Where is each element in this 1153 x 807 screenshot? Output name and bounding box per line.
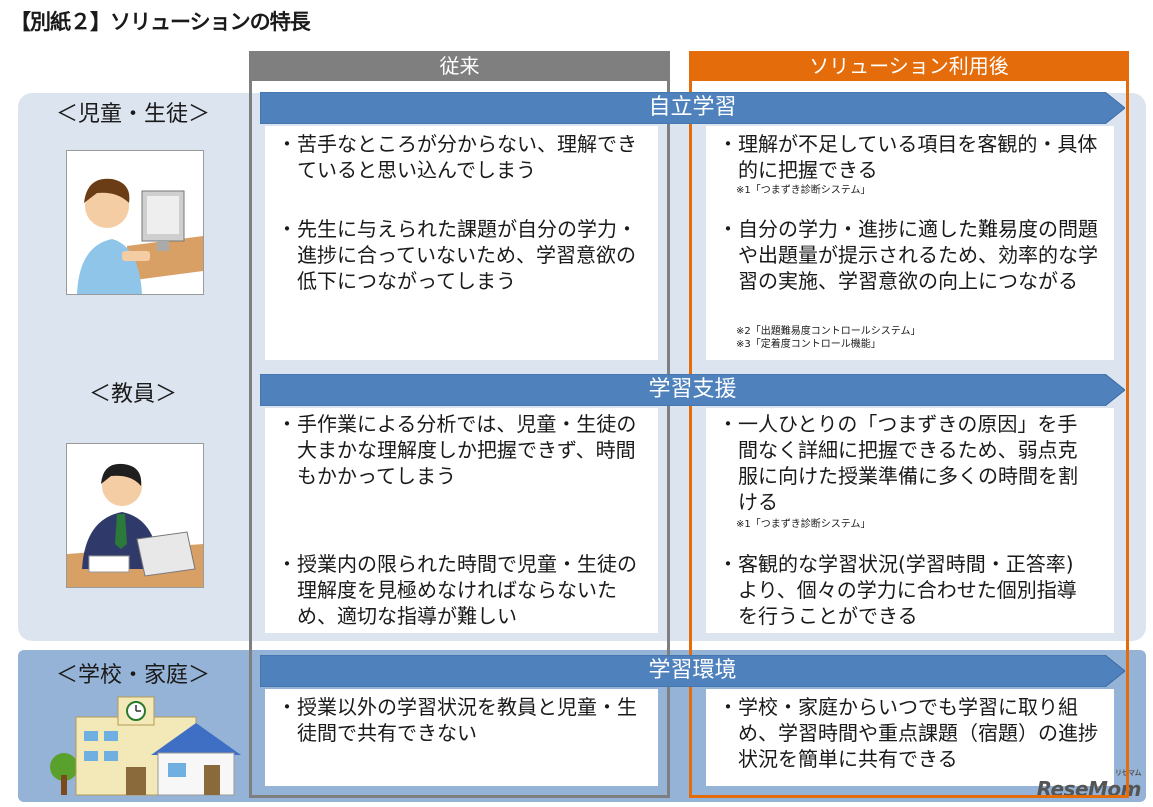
- before-cell-self-study: ・苦手なところが分からない、理解できていると思い込んでしまう ・先生に与えられた…: [265, 126, 658, 360]
- footnote: ※2「出題難易度コントロールシステム」: [736, 326, 921, 337]
- before-point: ・授業以外の学習状況を教員と児童・生徒間で共有できない: [277, 695, 637, 745]
- theme-arrow-learning-support: 学習支援: [260, 374, 1125, 406]
- before-point: ・授業内の限られた時間で児童・生徒の理解度を見極めなければならないため、適切な指…: [277, 552, 637, 628]
- after-cell-learning-environment: ・学校・家庭からいつでも学習に取り組め、学習時間や重点課題（宿題）の進捗状況を簡…: [706, 689, 1114, 786]
- role-label-teachers: ＜教員＞: [88, 382, 177, 407]
- after-point: ・客観的な学習状況(学習時間・正答率)より、個々の学力に合わせた個別指導を行うこ…: [718, 552, 1077, 628]
- footnote: ※1「つまずき診断システム」: [736, 519, 871, 530]
- column-header-after: ソリューション利用後: [689, 51, 1129, 81]
- theme-arrow-learning-environment: 学習環境: [260, 655, 1125, 687]
- before-cell-learning-environment: ・授業以外の学習状況を教員と児童・生徒間で共有できない: [265, 689, 658, 786]
- theme-arrow-self-study: 自立学習: [260, 92, 1125, 124]
- teacher-with-laptop-illustration: [66, 443, 204, 588]
- resemom-logo: リセマム ReseMom: [1036, 769, 1142, 801]
- after-point: ・学校・家庭からいつでも学習に取り組め、学習時間や重点課題（宿題）の進捗状況を簡…: [718, 695, 1098, 771]
- after-point: ・一人ひとりの「つまずきの原因」を手間なく詳細に把握できるため、弱点克服に向けた…: [718, 412, 1078, 514]
- school-and-house-illustration: [46, 695, 246, 797]
- footnote: ※3「定着度コントロール機能」: [736, 339, 881, 350]
- before-cell-learning-support: ・手作業による分析では、児童・生徒の大まかな理解度しか把握できず、時間もかかって…: [265, 408, 658, 633]
- after-point: ・自分の学力・進捗に適した難易度の問題や出題量が提示されるため、効率的な学習の実…: [718, 217, 1098, 293]
- role-label-school-home: ＜学校・家庭＞: [55, 663, 210, 688]
- page-title: 【別紙２】ソリューションの特長: [10, 10, 311, 34]
- student-at-computer-illustration: [66, 150, 204, 295]
- after-cell-self-study: ・理解が不足している項目を客観的・具体的に把握できる ※1「つまずき診断システム…: [706, 126, 1114, 360]
- logo-text: ReseMom: [1036, 777, 1142, 801]
- theme-label: 学習支援: [648, 377, 737, 402]
- logo-sub: リセマム: [1115, 769, 1142, 777]
- column-header-before: 従来: [249, 51, 670, 81]
- before-point: ・先生に与えられた課題が自分の学力・進捗に合っていないため、学習意欲の低下につな…: [277, 217, 637, 293]
- theme-label: 学習環境: [648, 658, 737, 683]
- footnote: ※1「つまずき診断システム」: [736, 185, 871, 196]
- before-point: ・手作業による分析では、児童・生徒の大まかな理解度しか把握できず、時間もかかって…: [277, 412, 637, 488]
- after-cell-learning-support: ・一人ひとりの「つまずきの原因」を手間なく詳細に把握できるため、弱点克服に向けた…: [706, 408, 1114, 633]
- after-point: ・理解が不足している項目を客観的・具体的に把握できる: [718, 132, 1098, 182]
- before-point: ・苦手なところが分からない、理解できていると思い込んでしまう: [277, 132, 637, 182]
- role-label-students: ＜児童・生徒＞: [55, 102, 210, 127]
- theme-label: 自立学習: [648, 95, 737, 120]
